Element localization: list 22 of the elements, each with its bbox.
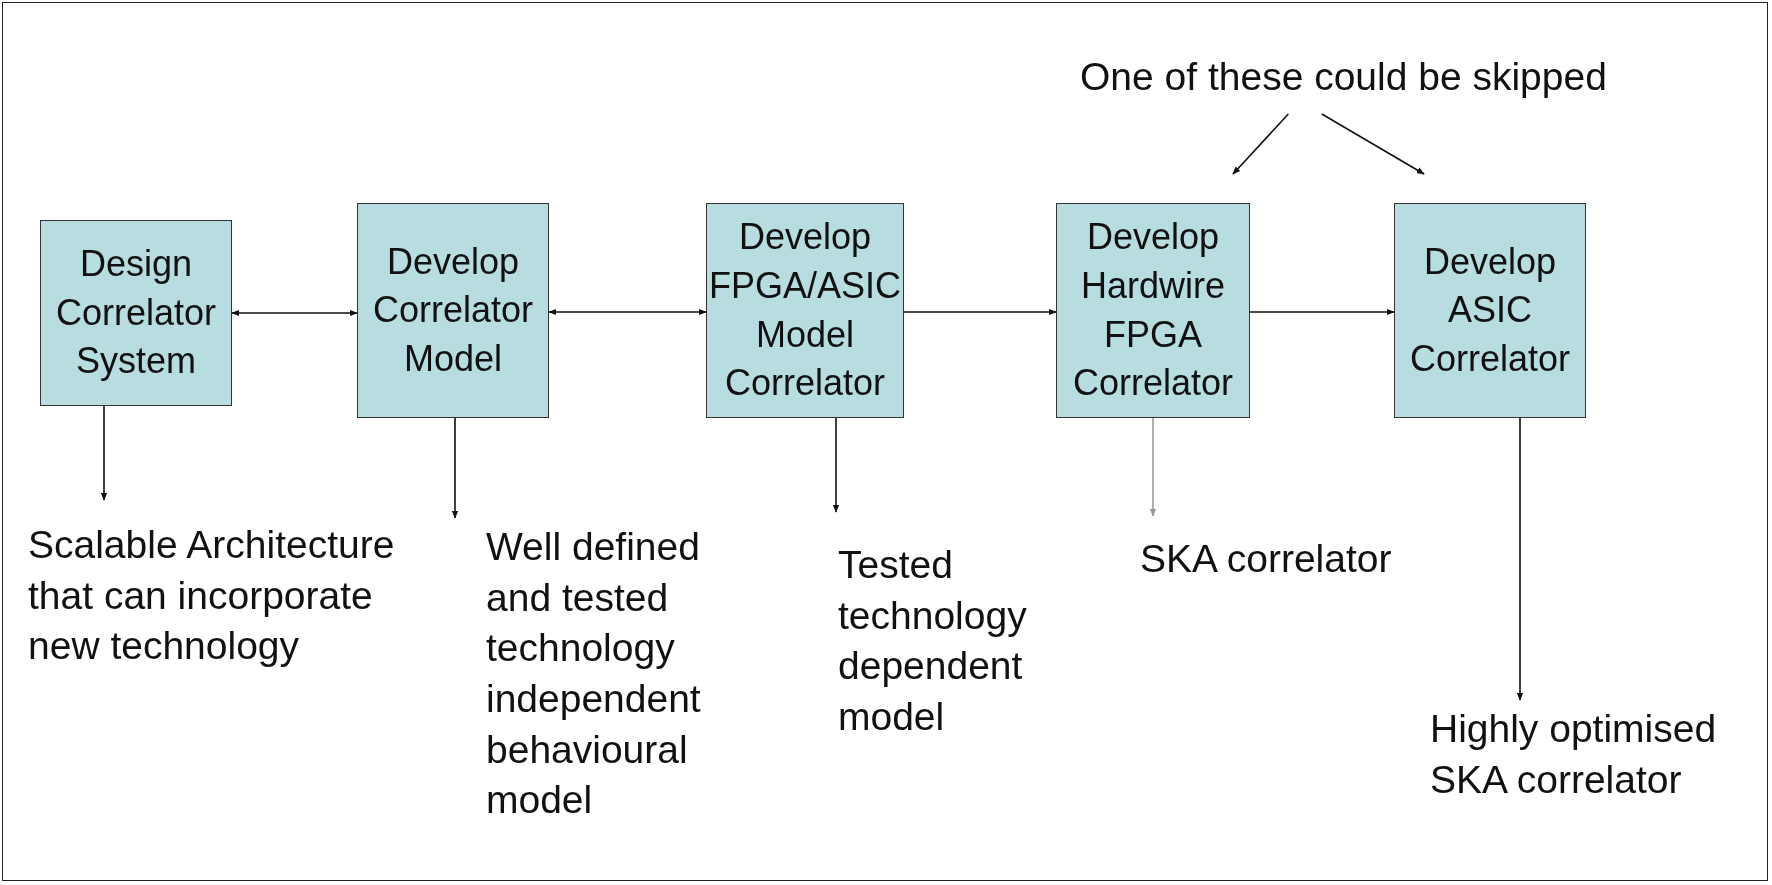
arrow <box>548 308 707 316</box>
arrow <box>231 309 358 317</box>
arrow <box>451 417 459 519</box>
arrow <box>1321 113 1425 175</box>
annotation-text: One of these could be skipped <box>1080 52 1700 103</box>
arrow <box>832 417 840 513</box>
process-box: Design Correlator System <box>40 220 232 406</box>
annotation-text: Highly optimised SKA correlator <box>1430 704 1750 806</box>
annotation-text: Scalable Architecture that can incorporate new technology <box>28 520 423 673</box>
annotation-text: Well defined and tested technology independent behavioural model <box>486 522 748 827</box>
process-box: Develop FPGA/ASIC Model Correlator <box>706 203 904 418</box>
arrow <box>100 405 108 501</box>
arrow <box>1149 417 1157 517</box>
process-box: Develop Correlator Model <box>357 203 549 418</box>
arrow <box>1249 308 1395 316</box>
annotation-text: Tested technology dependent model <box>838 540 1063 743</box>
arrow <box>1232 113 1290 175</box>
annotation-text: SKA correlator <box>1140 534 1450 585</box>
process-box: Develop ASIC Correlator <box>1394 203 1586 418</box>
process-box: Develop Hardwire FPGA Correlator <box>1056 203 1250 418</box>
arrow <box>1516 417 1524 701</box>
arrow <box>903 308 1057 316</box>
